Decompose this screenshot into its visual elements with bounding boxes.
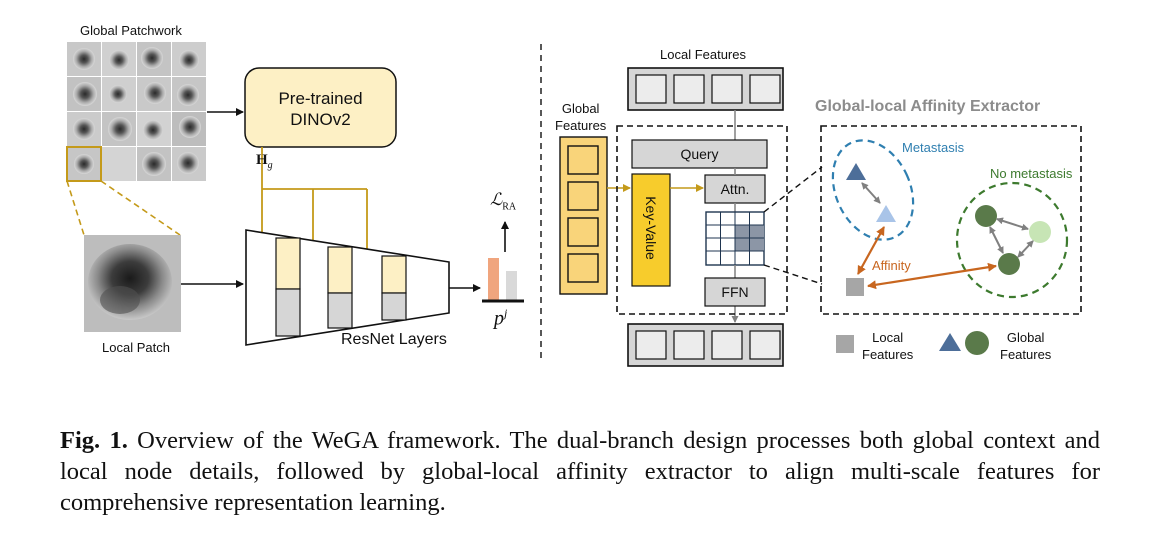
- patch-cell: [142, 152, 166, 176]
- cross-attention-block: [616, 125, 788, 315]
- patch-cell: [109, 50, 129, 70]
- query-label: Query: [680, 146, 719, 162]
- attention-matrix: [705, 211, 765, 266]
- patch-cell: [144, 82, 166, 104]
- key-value-box: [631, 173, 671, 287]
- patch-cell: [143, 120, 163, 140]
- global-circle: [998, 253, 1020, 275]
- resnet-layer-1-local: [275, 288, 301, 337]
- global-features-label: Global Features: [555, 101, 607, 133]
- no-metastasis-cluster: [955, 181, 1069, 299]
- resnet-layer-3-global: [381, 255, 407, 294]
- patch-cell: [73, 48, 95, 70]
- ffn-box: [704, 277, 766, 307]
- global-triangle-light: [876, 205, 896, 222]
- ffn-label: FFN: [721, 284, 749, 300]
- affinity-extractor-box: [820, 125, 1082, 315]
- pj-label: pj: [494, 306, 508, 330]
- legend-local-square: [836, 335, 854, 353]
- no-metastasis-label: No metastasis: [990, 166, 1073, 181]
- resnet-layer-3-local: [381, 292, 407, 321]
- hg-label: Hg: [256, 152, 273, 171]
- pj-bar-2: [506, 271, 517, 300]
- loss-label: ℒRA: [490, 190, 517, 213]
- caption-text: Overview of the WeGA framework. The dual…: [60, 427, 1100, 516]
- global-patchwork-grid: [66, 42, 206, 182]
- metastasis-label: Metastasis: [902, 140, 965, 155]
- global-circle: [975, 205, 997, 227]
- dinov2-label: Pre-trained DINOv2: [278, 89, 363, 129]
- patch-tile: [102, 147, 136, 181]
- legend-local-label: Local Features: [862, 330, 914, 362]
- local-patch-label: Local Patch: [102, 340, 170, 355]
- query-box: [631, 139, 768, 169]
- legend-global-circle: [965, 331, 989, 355]
- affinity-label: Affinity: [872, 258, 911, 273]
- attn-label: Attn.: [720, 181, 750, 197]
- legend-global-triangle: [939, 333, 961, 351]
- resnet-layer-1-global: [275, 237, 301, 290]
- global-circle-light: [1029, 221, 1051, 243]
- resnet-layer-2-local: [327, 292, 353, 329]
- patch-cell: [141, 47, 163, 69]
- pj-bar-1: [488, 258, 499, 300]
- global-triangle-dark: [846, 163, 866, 180]
- patch-cell: [108, 117, 132, 141]
- patch-cell: [177, 84, 199, 106]
- key-value-label: Key-Value: [643, 196, 659, 260]
- local-square: [846, 278, 864, 296]
- patch-cell: [74, 154, 94, 174]
- legend-global-label: Global Features: [1000, 330, 1052, 362]
- patch-cell: [73, 118, 95, 140]
- patch-cell: [177, 152, 199, 174]
- local-features-label: Local Features: [660, 47, 746, 62]
- dinov2-box: [244, 67, 397, 148]
- patch-cell: [73, 82, 97, 106]
- caption-prefix: Fig. 1.: [60, 427, 128, 454]
- patch-cell: [179, 116, 201, 138]
- figure-caption: Fig. 1. Overview of the WeGA framework. …: [60, 425, 1100, 518]
- selected-patch-outline: [66, 146, 102, 182]
- patch-cell: [109, 85, 127, 103]
- metastasis-cluster: [831, 139, 915, 241]
- resnet-layer-2-global: [327, 246, 353, 294]
- global-patchwork-label: Global Patchwork: [80, 23, 182, 38]
- wega-framework-diagram: Global Patchwork Local Patch Pre-trained…: [66, 23, 1082, 367]
- patch-cell: [179, 50, 199, 70]
- resnet-label: ResNet Layers: [341, 331, 447, 348]
- extractor-title: Global-local Affinity Extractor: [815, 98, 1041, 115]
